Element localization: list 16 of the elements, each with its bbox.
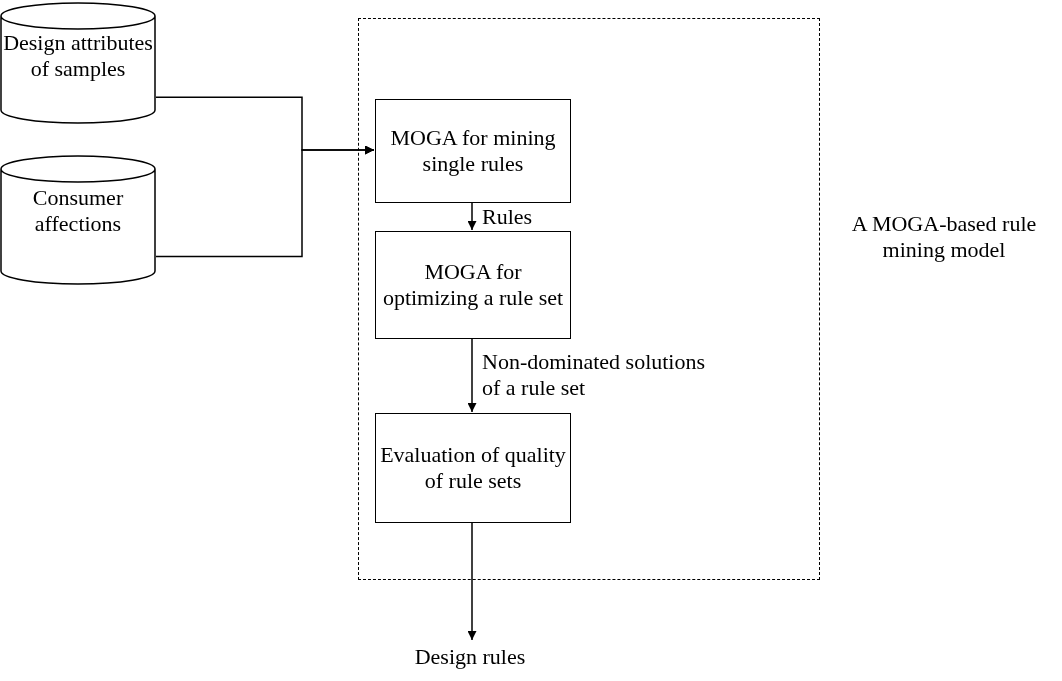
process-box xyxy=(375,99,571,203)
output-label: Design rules xyxy=(413,644,527,670)
arrow xyxy=(155,145,375,258)
process-box xyxy=(375,413,571,523)
node-label: MOGA for optimizing a rule set xyxy=(381,259,565,311)
process-box xyxy=(375,231,571,339)
arrow xyxy=(467,201,477,231)
node-label: Design attributes of samples xyxy=(2,30,154,82)
database-cylinder xyxy=(0,155,156,285)
arrow xyxy=(467,521,477,641)
node-label: MOGA for mining single rules xyxy=(389,125,557,177)
group-title: A MOGA-based rule mining model xyxy=(850,211,1038,263)
node-label: Evaluation of quality of rule sets xyxy=(379,442,567,494)
database-cylinder xyxy=(0,2,156,124)
arrow xyxy=(467,337,477,413)
node-label: Consumer affections xyxy=(31,185,125,237)
